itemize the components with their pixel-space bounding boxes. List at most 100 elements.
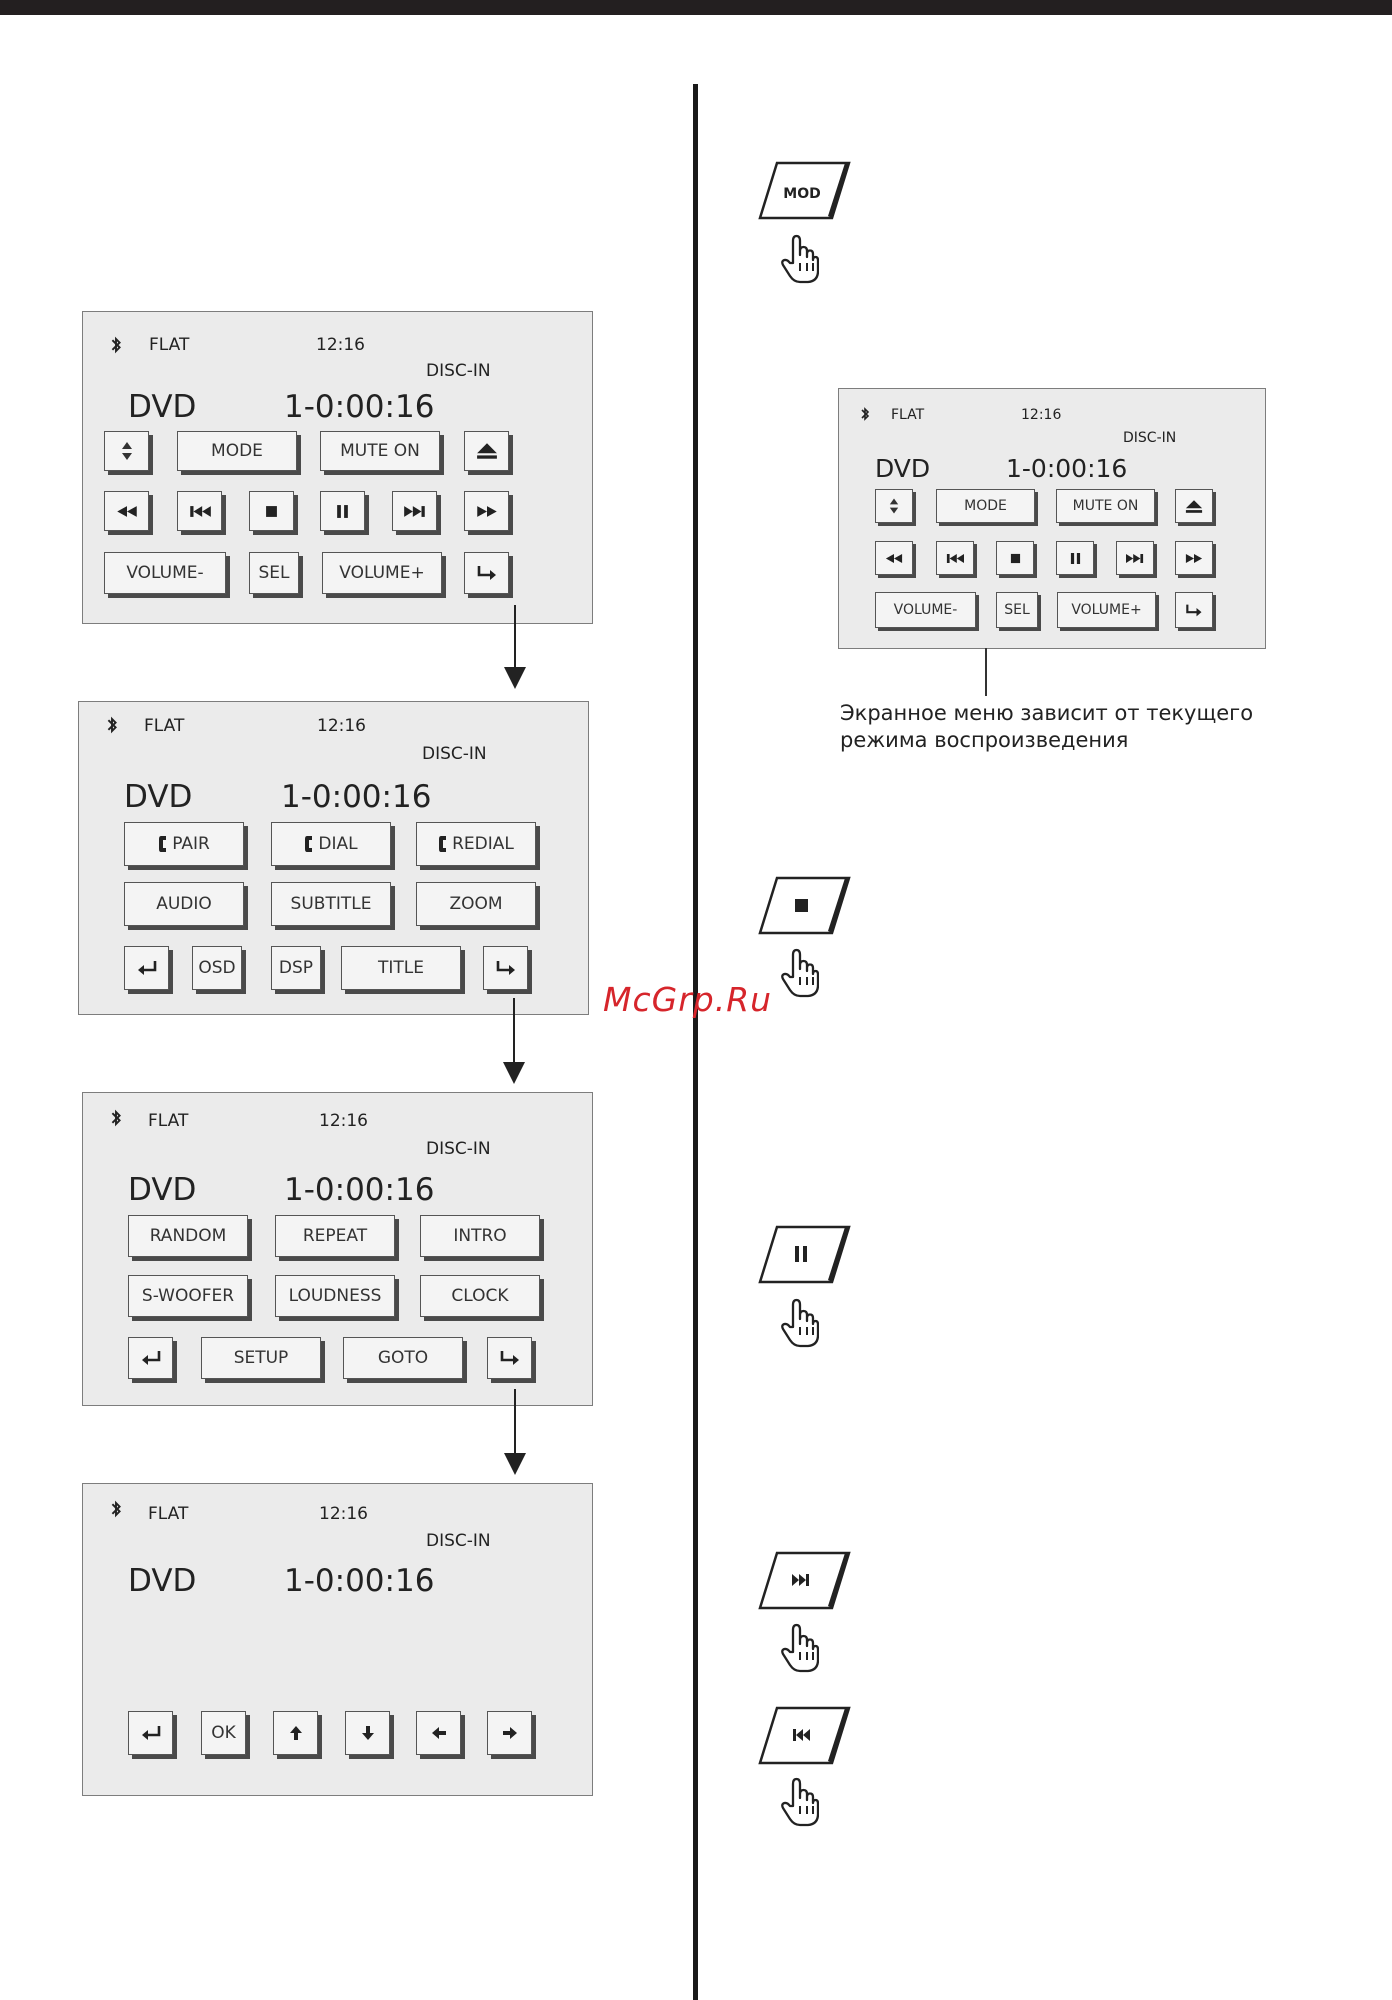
pause-button[interactable] xyxy=(320,491,365,531)
up-arrow-icon xyxy=(289,1725,303,1741)
volume-down-button[interactable]: VOLUME- xyxy=(875,592,976,628)
previous-track-key[interactable] xyxy=(757,1705,851,1767)
audio-button[interactable]: AUDIO xyxy=(124,882,244,926)
up-button[interactable] xyxy=(273,1711,318,1755)
title-button[interactable]: TITLE xyxy=(341,946,461,990)
subtitle-button[interactable]: SUBTITLE xyxy=(271,882,391,926)
pointing-hand-icon xyxy=(779,233,819,285)
up-down-button[interactable] xyxy=(104,431,149,471)
next-track-button[interactable] xyxy=(1116,541,1154,575)
rewind-icon xyxy=(116,505,138,518)
next-page-icon xyxy=(494,959,518,977)
dial-button[interactable]: DIAL xyxy=(271,822,391,866)
previous-track-button[interactable] xyxy=(177,491,222,531)
next-page-button[interactable] xyxy=(487,1337,532,1379)
random-button[interactable]: RANDOM xyxy=(128,1215,248,1257)
left-button[interactable] xyxy=(416,1711,461,1755)
clock-button[interactable]: CLOCK xyxy=(420,1275,540,1317)
next-page-button[interactable] xyxy=(483,946,528,990)
back-button[interactable] xyxy=(128,1711,173,1755)
disc-status: DISC-IN xyxy=(426,361,491,381)
display-panel-settings: FLAT 12:16 DISC-IN DVD 1-0:00:16 RANDOM … xyxy=(82,1092,593,1406)
mode-button[interactable]: MODE xyxy=(177,431,297,471)
next-track-icon xyxy=(1126,553,1144,564)
up-down-button[interactable] xyxy=(875,489,913,523)
next-track-key[interactable] xyxy=(757,1550,851,1612)
previous-track-button[interactable] xyxy=(936,541,974,575)
volume-down-button[interactable]: VOLUME- xyxy=(104,552,226,594)
clock-label: 12:16 xyxy=(316,335,365,355)
mod-key[interactable]: MOD xyxy=(757,160,851,222)
loudness-button[interactable]: LOUDNESS xyxy=(275,1275,395,1317)
eject-icon xyxy=(476,442,498,460)
next-page-button[interactable] xyxy=(1175,592,1213,628)
osd-button[interactable]: OSD xyxy=(192,946,242,990)
top-bar xyxy=(0,0,1392,15)
pointing-hand-icon xyxy=(779,1297,819,1349)
next-page-button[interactable] xyxy=(464,552,509,594)
disc-status: DISC-IN xyxy=(1123,430,1177,446)
clock-label: 12:16 xyxy=(319,1111,368,1131)
sel-button[interactable]: SEL xyxy=(996,592,1038,628)
phone-icon xyxy=(304,835,314,853)
goto-button[interactable]: GOTO xyxy=(343,1337,463,1379)
pair-button[interactable]: PAIR xyxy=(124,822,244,866)
dsp-button[interactable]: DSP xyxy=(271,946,321,990)
ok-button[interactable]: OK xyxy=(201,1711,246,1755)
pause-icon xyxy=(795,1246,807,1262)
pause-button[interactable] xyxy=(1056,541,1094,575)
swoofer-button[interactable]: S-WOOFER xyxy=(128,1275,248,1317)
flow-arrow-3 xyxy=(504,1389,526,1475)
right-button[interactable] xyxy=(487,1711,532,1755)
track-time: 1-0:00:16 xyxy=(1006,454,1128,483)
redial-button[interactable]: REDIAL xyxy=(416,822,536,866)
pair-label: PAIR xyxy=(172,834,210,854)
back-icon xyxy=(139,1724,163,1742)
display-panel-bt: FLAT 12:16 DISC-IN DVD 1-0:00:16 PAIR DI… xyxy=(78,701,589,1015)
stop-icon xyxy=(795,899,808,912)
rewind-button[interactable] xyxy=(104,491,149,531)
eq-label: FLAT xyxy=(144,716,185,736)
back-button[interactable] xyxy=(124,946,169,990)
display-panel-main: FLAT 12:16 DISC-IN DVD 1-0:00:16 MODE MU… xyxy=(82,311,593,624)
fast-forward-icon xyxy=(1185,553,1203,564)
caption-leader-line xyxy=(985,648,987,696)
dial-label: DIAL xyxy=(318,834,358,854)
redial-label: REDIAL xyxy=(452,834,514,854)
pause-key[interactable] xyxy=(757,1224,851,1286)
fast-forward-button[interactable] xyxy=(1175,541,1213,575)
fast-forward-icon xyxy=(476,505,498,518)
phone-icon xyxy=(158,835,168,853)
display-panel-navigation: FLAT 12:16 DISC-IN DVD 1-0:00:16 OK xyxy=(82,1483,593,1796)
setup-button[interactable]: SETUP xyxy=(201,1337,321,1379)
caption-line-2: режима воспроизведения xyxy=(840,728,1129,752)
zoom-button[interactable]: ZOOM xyxy=(416,882,536,926)
stop-icon xyxy=(1010,553,1021,564)
stop-key[interactable] xyxy=(757,875,851,937)
down-button[interactable] xyxy=(345,1711,390,1755)
stop-button[interactable] xyxy=(249,491,294,531)
mute-button[interactable]: MUTE ON xyxy=(320,431,440,471)
eject-button[interactable] xyxy=(464,431,509,471)
bluetooth-icon xyxy=(110,1499,122,1519)
sel-button[interactable]: SEL xyxy=(249,552,299,594)
repeat-button[interactable]: REPEAT xyxy=(275,1215,395,1257)
eject-button[interactable] xyxy=(1175,489,1213,523)
rewind-button[interactable] xyxy=(875,541,913,575)
previous-track-icon xyxy=(793,1729,810,1741)
eq-label: FLAT xyxy=(148,1111,189,1131)
stop-button[interactable] xyxy=(996,541,1034,575)
volume-up-button[interactable]: VOLUME+ xyxy=(1057,592,1156,628)
track-time: 1-0:00:16 xyxy=(284,389,435,425)
next-track-icon xyxy=(404,505,426,518)
next-track-button[interactable] xyxy=(392,491,437,531)
volume-up-button[interactable]: VOLUME+ xyxy=(322,552,442,594)
clock-label: 12:16 xyxy=(1021,407,1062,423)
clock-label: 12:16 xyxy=(317,716,366,736)
mode-button[interactable]: MODE xyxy=(936,489,1035,523)
bluetooth-icon xyxy=(106,715,118,735)
fast-forward-button[interactable] xyxy=(464,491,509,531)
back-button[interactable] xyxy=(128,1337,173,1379)
mute-button[interactable]: MUTE ON xyxy=(1056,489,1155,523)
intro-button[interactable]: INTRO xyxy=(420,1215,540,1257)
